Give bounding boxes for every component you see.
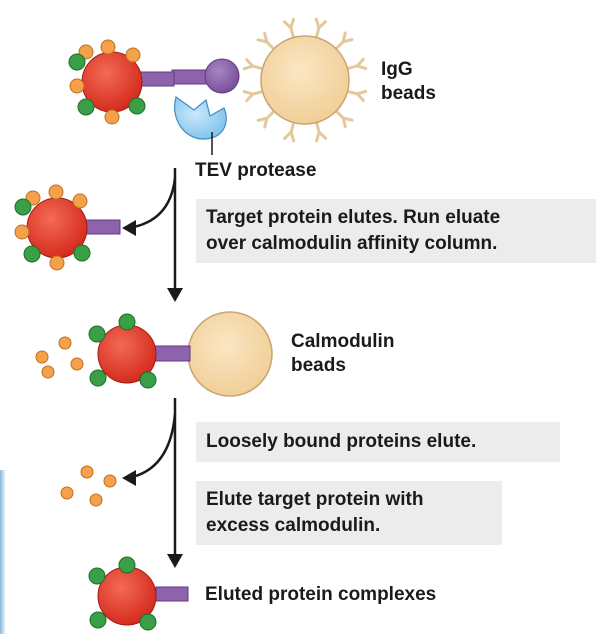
orange-protein bbox=[25, 190, 41, 206]
antibody-icon bbox=[314, 17, 327, 41]
orange-protein bbox=[104, 109, 120, 125]
green-protein bbox=[88, 567, 106, 585]
orange-protein bbox=[49, 255, 65, 271]
orange-protein bbox=[125, 47, 141, 63]
orange-protein bbox=[58, 336, 72, 350]
igg-beads-label-line2: beads bbox=[381, 83, 436, 104]
orange-protein bbox=[80, 465, 94, 479]
igg-bead bbox=[242, 17, 368, 143]
orange-protein bbox=[89, 493, 103, 507]
step3-box: Elute target protein with excess calmodu… bbox=[196, 481, 502, 545]
complex-after-tev-cleavage bbox=[14, 184, 121, 271]
green-protein bbox=[128, 97, 146, 115]
bound-proteins-3 bbox=[88, 313, 157, 389]
orange-protein bbox=[100, 39, 116, 55]
green-protein bbox=[139, 371, 157, 389]
calmodulin-beads-label: Calmodulin beads bbox=[291, 330, 394, 378]
calmodulin-beads-label-line1: Calmodulin bbox=[291, 331, 395, 352]
orange-protein bbox=[35, 350, 49, 364]
cbp-tag bbox=[83, 219, 121, 235]
orange-protein bbox=[72, 193, 88, 209]
orange-protein bbox=[48, 184, 64, 200]
green-protein bbox=[139, 613, 157, 631]
antibody-icon bbox=[282, 17, 296, 41]
orange-protein bbox=[69, 78, 85, 94]
left-edge-glow bbox=[0, 470, 6, 634]
loose-proteins-eluted bbox=[60, 465, 117, 507]
antibody-icon bbox=[344, 57, 368, 71]
step1-line1: Target protein elutes. Run eluate bbox=[206, 207, 501, 228]
green-protein bbox=[73, 244, 91, 262]
antibody-icon bbox=[333, 31, 354, 52]
cbp-tag bbox=[151, 345, 191, 362]
antibody-icon bbox=[242, 89, 266, 103]
tev-protease-enzyme bbox=[174, 96, 227, 140]
antibody-icon bbox=[242, 58, 266, 71]
tev-protease-label: TEV protease bbox=[195, 160, 317, 181]
igg-beads-label: IgG beads bbox=[381, 58, 436, 106]
orange-protein bbox=[60, 486, 74, 500]
step3-line1: Elute target protein with bbox=[206, 489, 424, 510]
green-protein bbox=[68, 53, 86, 71]
step-arrow-1 bbox=[122, 168, 183, 302]
bound-proteins-1 bbox=[68, 39, 146, 125]
calmodulin-bead bbox=[187, 311, 273, 397]
antibody-icon bbox=[314, 119, 328, 143]
green-protein bbox=[89, 611, 107, 629]
antibody-icon bbox=[256, 31, 277, 52]
igg-bead-sphere bbox=[260, 35, 350, 125]
step2-text: Loosely bound proteins elute. bbox=[206, 431, 477, 452]
complex-on-igg-beads bbox=[68, 17, 368, 143]
cbp-tag bbox=[137, 71, 175, 87]
orange-protein bbox=[41, 365, 55, 379]
cbp-tag bbox=[155, 586, 189, 602]
antibody-icon bbox=[344, 89, 368, 102]
step2-box: Loosely bound proteins elute. bbox=[196, 422, 560, 462]
green-protein bbox=[89, 369, 107, 387]
orange-protein bbox=[103, 474, 117, 488]
step-arrow-2 bbox=[122, 398, 183, 568]
green-protein bbox=[118, 313, 136, 331]
igg-beads-label-line1: IgG bbox=[381, 59, 413, 80]
calmodulin-beads-label-line2: beads bbox=[291, 355, 346, 376]
step1-line2: over calmodulin affinity column. bbox=[206, 233, 498, 254]
green-protein bbox=[14, 198, 32, 216]
green-protein bbox=[23, 245, 41, 263]
green-protein bbox=[77, 98, 95, 116]
antibody-icon bbox=[333, 108, 354, 129]
tev-site-domain bbox=[204, 58, 240, 94]
orange-protein bbox=[70, 357, 84, 371]
bound-proteins-4 bbox=[88, 556, 157, 631]
green-protein bbox=[118, 556, 136, 574]
eluted-protein-complex bbox=[88, 556, 189, 631]
antibody-icon bbox=[256, 108, 277, 129]
eluted-complexes-label: Eluted protein complexes bbox=[205, 584, 437, 605]
complex-on-calmodulin-beads bbox=[35, 311, 273, 397]
step1-box: Target protein elutes. Run eluate over c… bbox=[196, 199, 596, 263]
orange-protein bbox=[14, 224, 30, 240]
loose-proteins-1 bbox=[35, 336, 84, 379]
antibody-icon bbox=[283, 119, 296, 143]
protein-a-tag bbox=[171, 69, 209, 85]
green-protein bbox=[88, 325, 106, 343]
step3-line2: excess calmodulin. bbox=[206, 515, 381, 536]
orange-protein bbox=[78, 44, 94, 60]
bound-proteins-2 bbox=[14, 184, 91, 271]
